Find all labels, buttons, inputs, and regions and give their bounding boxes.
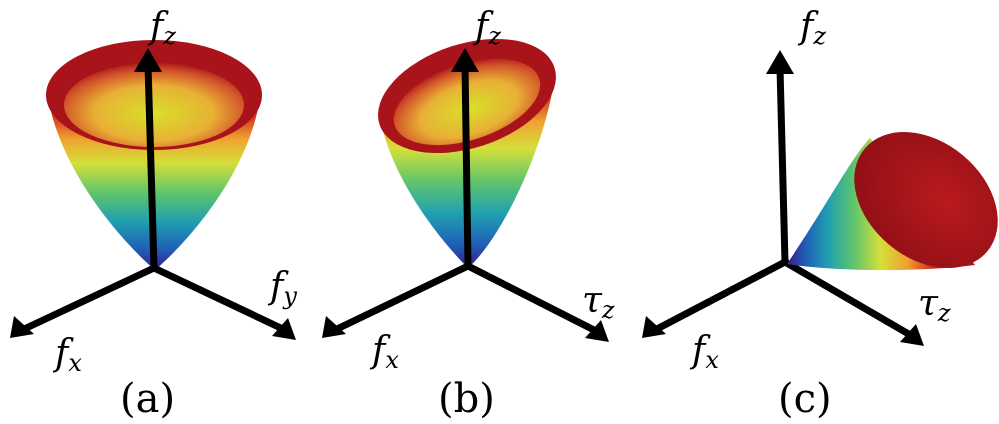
arrowhead-right — [272, 318, 296, 340]
axis-label-right: τz — [918, 283, 951, 327]
axis-right — [149, 263, 290, 335]
axis-label-up: fz — [472, 6, 501, 50]
axis-label-right: τz — [582, 280, 615, 324]
panel-c: fz fx τz (c) — [642, 6, 998, 422]
axis-left — [650, 257, 790, 335]
arrowhead-left — [10, 316, 34, 338]
caption-c: (c) — [778, 376, 832, 422]
caption-b: (b) — [438, 376, 495, 422]
axes-c — [650, 64, 917, 341]
arrowhead-up — [134, 48, 162, 72]
axis-right — [780, 257, 917, 341]
arrowhead-left — [322, 316, 346, 338]
arrowhead-up — [451, 48, 479, 72]
axis-label-left: fx — [52, 333, 82, 377]
caption-a: (a) — [120, 376, 175, 422]
panel-a: fz fx fy (a) — [10, 6, 297, 422]
axis-up — [461, 61, 472, 270]
arrowhead-left — [642, 316, 666, 338]
axis-label-up: fz — [147, 6, 176, 50]
arrowhead-up — [766, 50, 794, 74]
axes-b — [330, 61, 603, 337]
axis-right — [463, 261, 603, 337]
cone-cap — [854, 132, 998, 268]
axis-left — [330, 261, 473, 335]
arrowhead-right — [900, 324, 924, 346]
arrowhead-right — [585, 320, 609, 342]
axis-up — [776, 64, 789, 266]
cone-c — [787, 132, 998, 271]
axis-left — [17, 263, 159, 335]
cone-interior — [64, 63, 244, 147]
axes-a — [17, 61, 290, 335]
panel-b: fz fx τz (b) — [322, 6, 615, 422]
axis-label-left: fx — [689, 330, 719, 374]
axis-label-right: fy — [267, 266, 297, 310]
axis-label-left: fx — [369, 330, 399, 374]
axis-up — [144, 61, 158, 272]
axis-label-up: fz — [797, 6, 826, 50]
